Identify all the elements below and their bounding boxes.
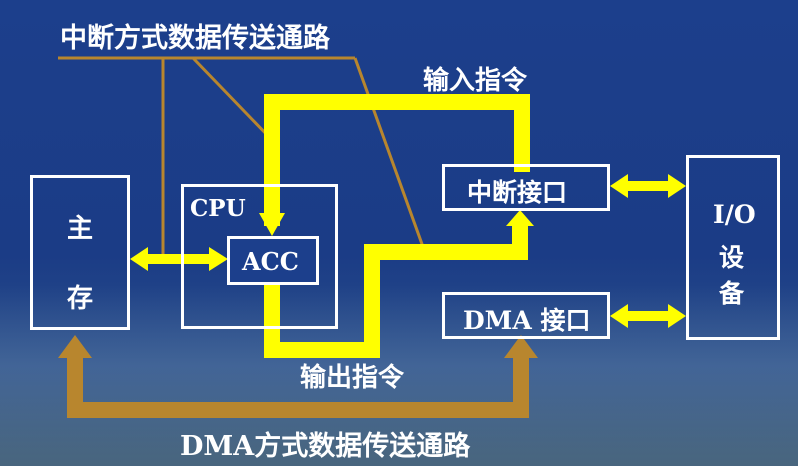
arrow-head-to-interrupt-interface: [506, 210, 534, 226]
io-label-line2: 设: [719, 243, 745, 272]
interrupt-interface-box: 中断接口: [442, 164, 610, 211]
main-memory-label-top: 主: [67, 214, 94, 244]
cpu-box: CPU: [181, 184, 338, 329]
memory-acc-arrow: [130, 247, 228, 271]
dma-interface-box: DMA 接口: [442, 292, 610, 339]
input-instruction-label: 输入指令: [423, 66, 528, 96]
dma-interface-label: DMA 接口: [463, 306, 591, 335]
input-instruction-path: [259, 94, 530, 236]
arrow-head-to-acc: [259, 213, 285, 236]
io-label-line1: I/O: [713, 200, 756, 229]
cpu-label: CPU: [190, 195, 246, 222]
main-memory-label-bottom: 存: [67, 284, 94, 314]
arrow-head-to-memory: [58, 335, 92, 358]
io-device-box: I/O 设 备: [686, 155, 780, 340]
interrupt-path-callouts: [58, 56, 429, 259]
acc-register-box: ACC: [227, 236, 319, 285]
dma-path: [58, 335, 538, 418]
main-memory-box: 主 存: [30, 175, 130, 330]
acc-label: ACC: [242, 247, 299, 276]
io-label-line3: 备: [719, 279, 745, 308]
arrow-head-to-dma-interface: [504, 335, 538, 358]
interrupt-io-arrow: [610, 174, 686, 198]
callout-line-input: [191, 56, 274, 142]
output-instruction-path: [264, 210, 534, 358]
output-instruction-label: 输出指令: [300, 363, 405, 393]
callout-line-output: [353, 57, 429, 259]
dma-io-arrow: [610, 304, 686, 328]
interrupt-path-label: 中断方式数据传送通路: [60, 23, 330, 54]
interrupt-interface-label: 中断接口: [467, 178, 568, 207]
dma-path-label: DMA方式数据传送通路: [180, 431, 471, 462]
